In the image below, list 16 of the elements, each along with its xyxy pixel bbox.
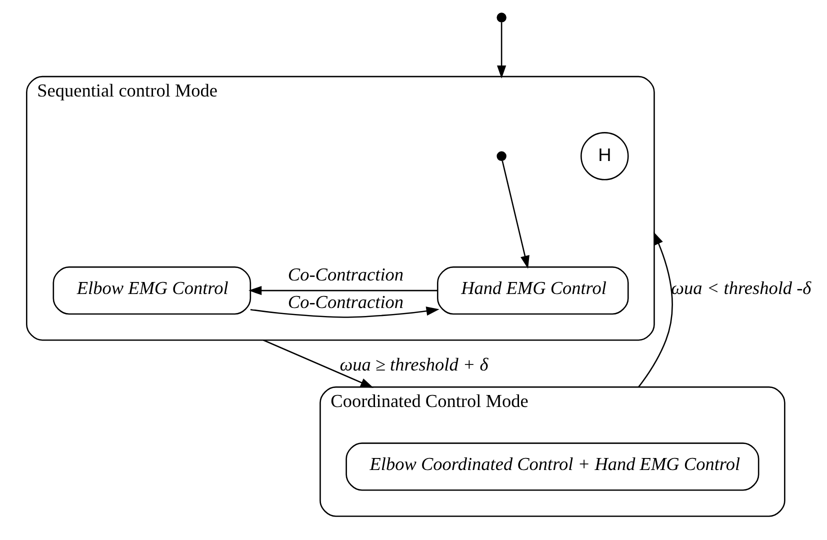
node-box: Elbow Coordinated Control + Hand EMG Control	[346, 442, 760, 491]
node-circle	[496, 151, 506, 162]
arrow	[263, 340, 374, 388]
node-circle	[496, 12, 506, 22]
arrow	[638, 232, 673, 388]
arrow	[497, 22, 506, 79]
edge-label: Co-Contraction	[288, 264, 404, 284]
node-circle: H	[580, 132, 629, 180]
edge-label: ωua ≥ threshold + δ	[340, 354, 488, 374]
node-box: Hand EMG Control	[436, 266, 629, 315]
edge-label: Co-Contraction	[288, 292, 404, 312]
node-box: Elbow EMG Control	[52, 266, 252, 315]
arrow	[502, 160, 530, 269]
arrow	[250, 306, 440, 318]
edge-label: ωua < threshold -δ	[671, 278, 812, 298]
arrow	[248, 286, 438, 296]
